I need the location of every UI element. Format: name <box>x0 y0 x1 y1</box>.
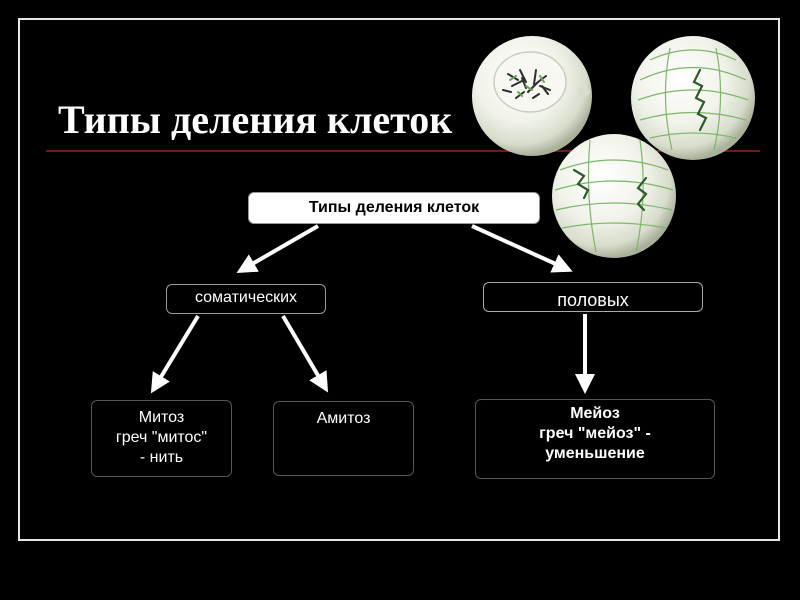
node-sexual: половых <box>483 282 703 312</box>
arrow-somatic-to-amitosis <box>281 314 329 393</box>
node-root: Типы деления клеток <box>248 192 540 224</box>
mitosis-line-3: - нить <box>139 449 184 466</box>
slide-title: Типы деления клеток <box>58 97 453 142</box>
title-divider <box>46 150 760 152</box>
mitosis-line-2: греч "митос" <box>115 429 208 446</box>
node-meiosis: Мейоз греч "мейоз" - уменьшение <box>475 399 715 479</box>
meiosis-line-3: уменьшение <box>545 445 645 462</box>
meiosis-line-2: греч "мейоз" - <box>539 425 651 442</box>
arrow-root-to-sexual <box>471 224 573 273</box>
node-mitosis: Митоз греч "митос" - нить <box>91 400 232 477</box>
arrow-root-to-somatic <box>236 224 319 273</box>
amitosis-line-1: Амитоз <box>316 410 371 427</box>
node-amitosis: Амитоз <box>273 401 414 476</box>
mitosis-line-1: Митоз <box>138 409 185 426</box>
node-somatic: соматических <box>166 284 326 314</box>
arrow-somatic-to-mitosis <box>150 314 200 394</box>
slide-frame <box>18 18 780 541</box>
meiosis-line-1: Мейоз <box>570 405 620 422</box>
